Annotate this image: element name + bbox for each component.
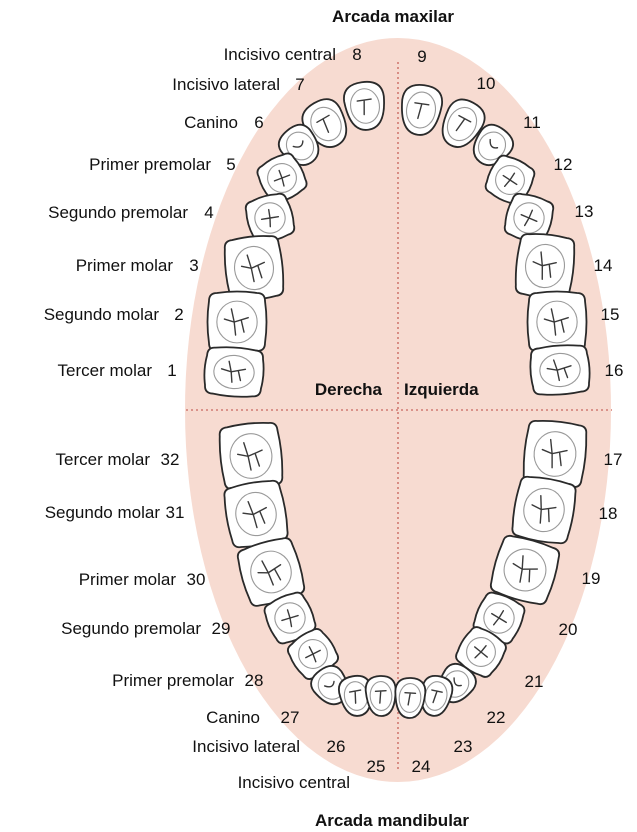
label-segundo-molar-lower: Segundo molar [45, 503, 161, 522]
upper-right-tooth-1 [203, 346, 265, 399]
maxillary-arch-title: Arcada maxilar [332, 7, 454, 26]
tooth-number-30: 30 [187, 570, 206, 589]
tooth-number-13: 13 [575, 202, 594, 221]
right-side-label: Derecha [315, 380, 383, 399]
tooth-number-3: 3 [189, 256, 198, 275]
label-incisivo-lateral-lower: Incisivo lateral [192, 737, 300, 756]
label-primer-molar-lower: Primer molar [79, 570, 177, 589]
tooth-number-12: 12 [554, 155, 573, 174]
upper-left-tooth-15 [528, 292, 587, 353]
label-incisivo-central-lower: Incisivo central [238, 773, 350, 792]
tooth-number-15: 15 [601, 305, 620, 324]
tooth-number-14: 14 [594, 256, 613, 275]
tooth-number-11: 11 [523, 113, 541, 132]
tooth-number-10: 10 [477, 74, 496, 93]
upper-left-tooth-16 [529, 344, 591, 397]
label-primer-premolar-lower: Primer premolar [112, 671, 234, 690]
label-canino-lower: Canino [206, 708, 260, 727]
tooth-number-23: 23 [454, 737, 473, 756]
tooth-number-7: 7 [295, 75, 304, 94]
tooth-number-22: 22 [487, 708, 506, 727]
label-canino-upper: Canino [184, 113, 238, 132]
tooth-number-1: 1 [167, 361, 176, 380]
tooth-number-17: 17 [604, 450, 623, 469]
tooth-outline [509, 474, 578, 546]
label-primer-molar-upper: Primer molar [76, 256, 174, 275]
tooth-number-5: 5 [226, 155, 235, 174]
tooth-number-16: 16 [605, 361, 624, 380]
tooth-number-21: 21 [525, 672, 544, 691]
lower-left-tooth-18 [509, 474, 578, 546]
tooth-number-31: 31 [166, 503, 185, 522]
upper-left-tooth-14 [513, 232, 576, 301]
label-incisivo-lateral-upper: Incisivo lateral [172, 75, 280, 94]
tooth-number-19: 19 [582, 569, 601, 588]
tooth-number-29: 29 [212, 619, 231, 638]
label-tercer-molar-upper: Tercer molar [58, 361, 153, 380]
tooth-number-27: 27 [281, 708, 300, 727]
label-primer-premolar-upper: Primer premolar [89, 155, 211, 174]
label-segundo-premolar-upper: Segundo premolar [48, 203, 188, 222]
tooth-outline [513, 232, 576, 301]
tooth-number-6: 6 [254, 113, 263, 132]
tooth-number-32: 32 [161, 450, 180, 469]
tooth-number-26: 26 [327, 737, 346, 756]
label-tercer-molar-lower: Tercer molar [56, 450, 151, 469]
tooth-number-24: 24 [412, 757, 431, 776]
upper-right-tooth-2 [208, 292, 267, 353]
label-segundo-premolar-lower: Segundo premolar [61, 619, 201, 638]
mandibular-arch-title: Arcada mandibular [315, 811, 469, 830]
tooth-number-4: 4 [204, 203, 213, 222]
tooth-number-20: 20 [559, 620, 578, 639]
label-incisivo-central-upper: Incisivo central [224, 45, 336, 64]
left-side-label: Izquierda [404, 380, 479, 399]
tooth-number-9: 9 [417, 47, 426, 66]
tooth-number-25: 25 [367, 757, 386, 776]
tooth-number-2: 2 [174, 305, 183, 324]
tooth-number-18: 18 [599, 504, 618, 523]
label-segundo-molar-upper: Segundo molar [44, 305, 160, 324]
tooth-number-28: 28 [245, 671, 264, 690]
tooth-number-8: 8 [352, 45, 361, 64]
